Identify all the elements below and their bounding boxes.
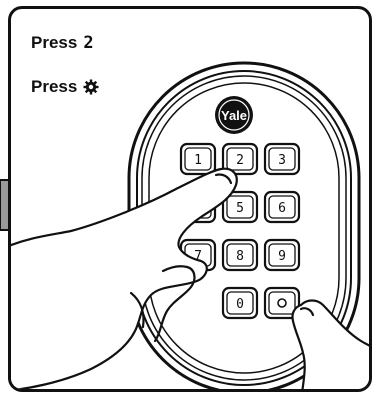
yale-logo-text: Yale: [221, 108, 247, 123]
keypad-key-label: 2: [236, 153, 244, 168]
keypad-key-label: 1: [194, 153, 202, 168]
keypad-key-3[interactable]: 3: [265, 144, 299, 174]
instruction-panel: Press 2 Press: [8, 6, 372, 392]
keypad-key-label: 8: [236, 249, 244, 264]
yale-logo: Yale: [215, 96, 253, 134]
keypad-key-1[interactable]: 1: [181, 144, 215, 174]
keypad-key-0[interactable]: 0: [223, 288, 257, 318]
keypad-lock-illustration: Yale 1234567890: [11, 9, 372, 392]
keypad-key-label: 9: [278, 249, 286, 264]
keypad-key-9[interactable]: 9: [265, 240, 299, 270]
keypad-key-label: 6: [278, 201, 286, 216]
keypad-key-label: 0: [236, 297, 244, 312]
keypad-key-8[interactable]: 8: [223, 240, 257, 270]
keypad-key-6[interactable]: 6: [265, 192, 299, 222]
keypad-key-label: 3: [278, 153, 286, 168]
keypad-key-label: 5: [236, 201, 244, 216]
right-hand-illustration: [292, 301, 372, 393]
